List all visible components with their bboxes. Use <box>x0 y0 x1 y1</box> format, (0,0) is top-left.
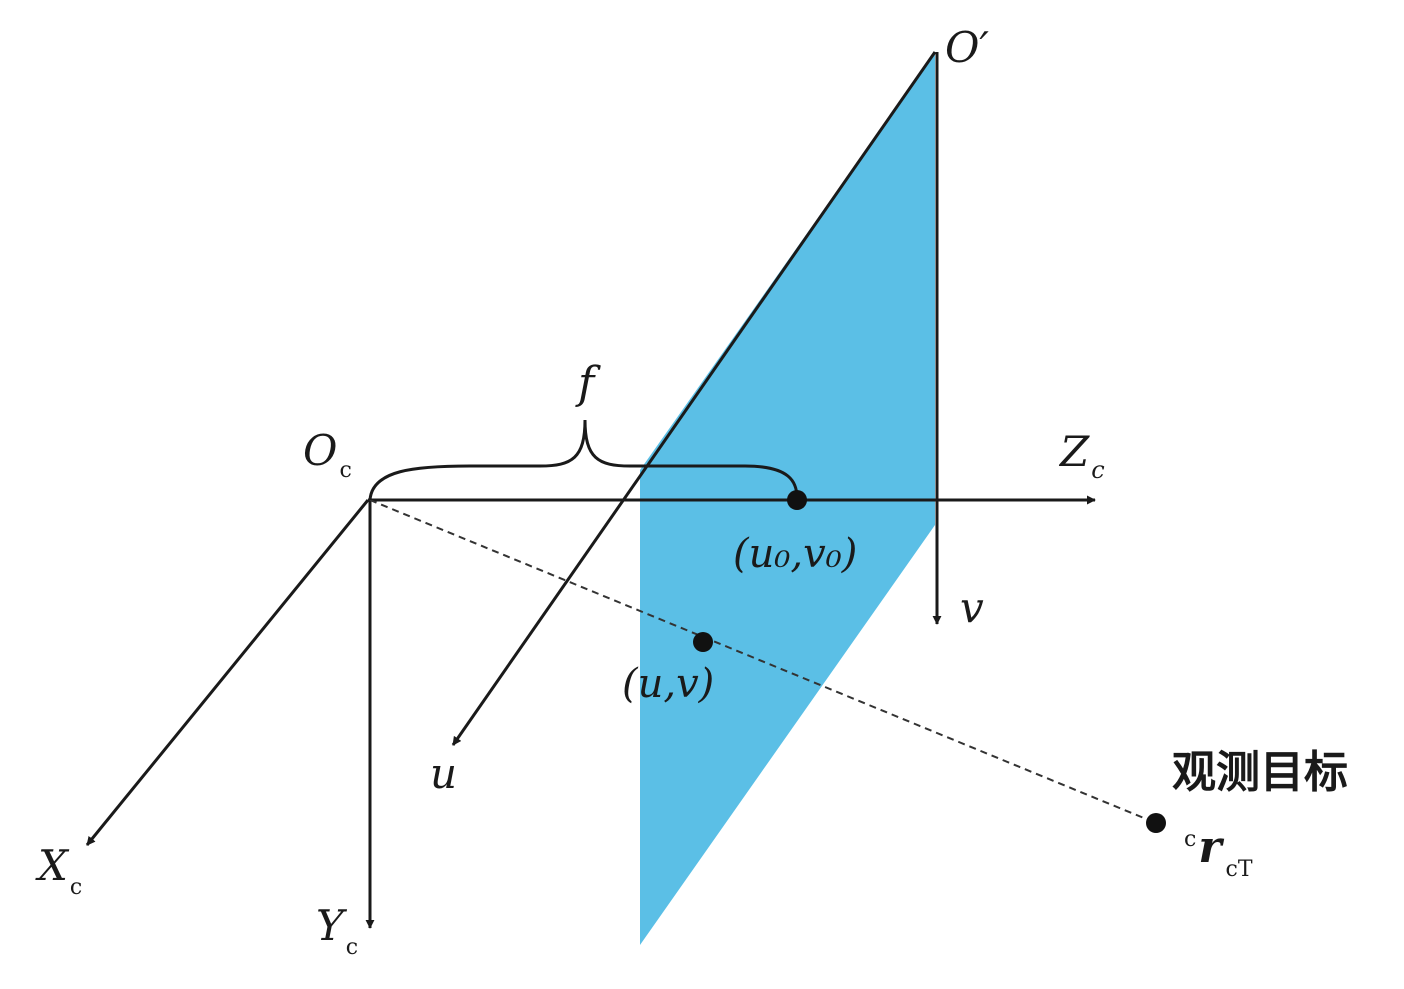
image-u-label: u <box>430 749 457 798</box>
image-point-label: (u,v) <box>622 661 714 707</box>
target-point-dot <box>1146 813 1166 833</box>
z-axis-label: Zc <box>1058 427 1105 484</box>
principal-point-label: (u₀,v₀) <box>733 531 857 577</box>
y-axis-label: Yc <box>316 901 358 960</box>
target-caption: 观测目标 <box>1172 747 1348 798</box>
focal-length-brace <box>368 419 799 501</box>
x-axis <box>85 499 370 846</box>
image-origin-label: O′ <box>945 23 989 72</box>
image-u-axis <box>451 51 937 746</box>
image-point-dot <box>693 632 713 652</box>
image-v-label: v <box>960 583 984 632</box>
x-axis-label: Xc <box>35 841 82 900</box>
projection-ray <box>369 499 1157 824</box>
focal-length-label: f <box>575 358 601 409</box>
principal-point-dot <box>787 490 807 510</box>
camera-origin-label: Oc <box>303 426 352 483</box>
